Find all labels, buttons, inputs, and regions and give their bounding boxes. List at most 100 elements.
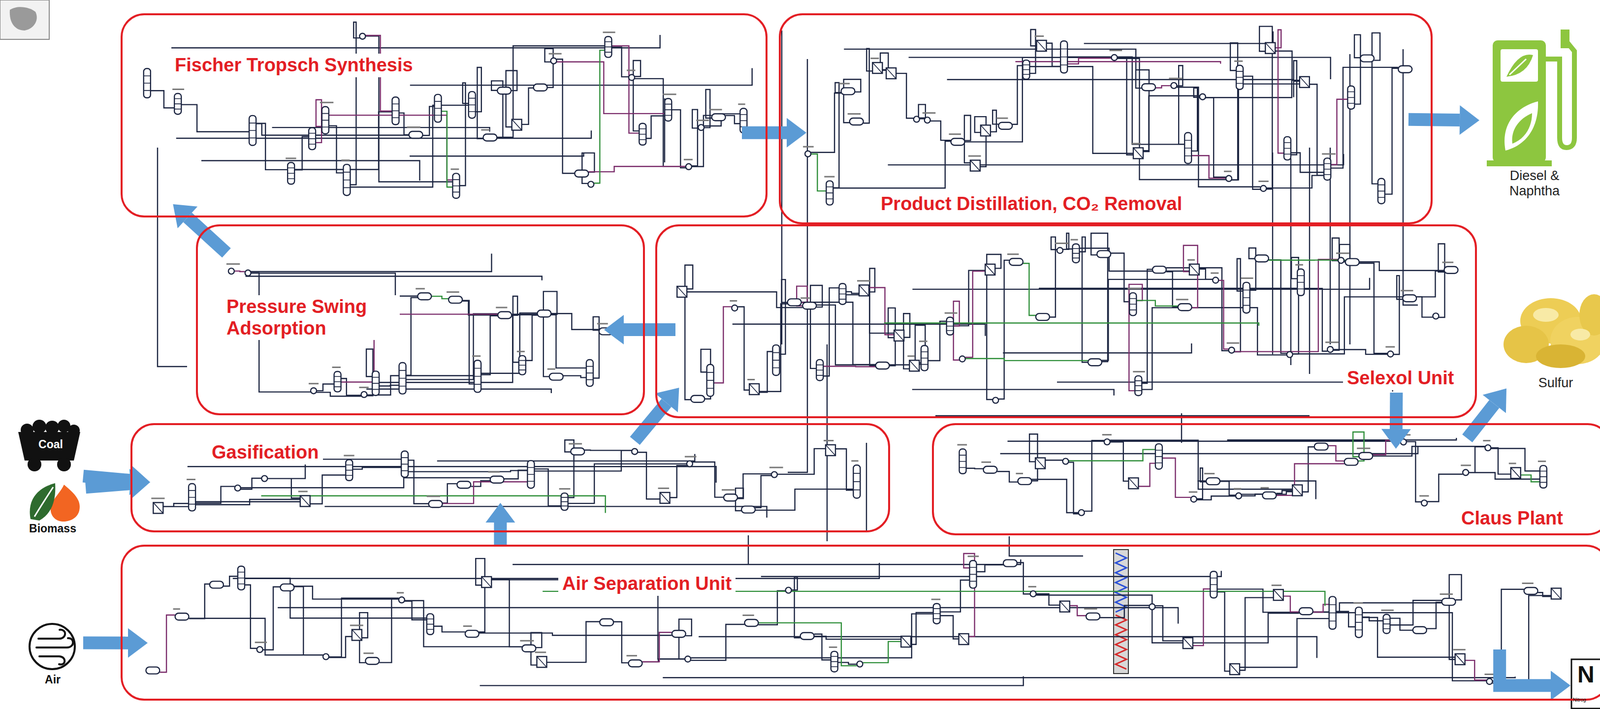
pump-symbol: [261, 476, 268, 482]
flash-vessel: [983, 466, 997, 474]
pump-symbol: [1387, 351, 1394, 358]
arrow-head: [655, 387, 680, 413]
stream-tag-mark: [1188, 491, 1198, 494]
flow-arrow: [485, 503, 515, 545]
pump-symbol: [857, 661, 864, 668]
flash-vessel: [849, 118, 864, 126]
stream-tag-mark: [1234, 60, 1243, 63]
flash-vessel: [802, 302, 817, 310]
flash-vessel: [574, 170, 589, 178]
stream-tag-mark: [1132, 371, 1145, 373]
flash-vessel: [744, 619, 759, 627]
pump-symbol: [913, 116, 920, 123]
stream-tag-mark: [696, 119, 709, 122]
flash-vessel: [951, 138, 965, 146]
arrow-head: [1550, 671, 1571, 701]
stream-tag-mark: [298, 490, 308, 493]
flash-vessel: [741, 506, 756, 514]
pump-symbol: [322, 654, 329, 661]
pump-symbol: [361, 391, 368, 398]
stream-tag-mark: [226, 263, 240, 265]
text-holder: Sulfur: [1526, 375, 1586, 391]
pump-symbol: [685, 163, 692, 170]
stream-tag-mark: [838, 82, 850, 85]
stream-tag-mark: [1233, 488, 1242, 490]
flash-vessel: [209, 581, 224, 589]
pump-symbol: [1199, 94, 1206, 100]
process-section: Selexol Unit: [655, 224, 1477, 419]
stream-tag-mark: [769, 467, 784, 469]
pump-symbol: [256, 646, 263, 653]
thumbnail-frame: [0, 0, 50, 40]
pump-leaf-inner: [1511, 113, 1533, 144]
arrow-shaft: [1467, 404, 1495, 439]
pump-symbol: [1056, 247, 1063, 254]
pump-symbol: [1235, 493, 1242, 500]
icon-caption: Coal: [19, 438, 83, 451]
pump-symbol: [587, 181, 594, 188]
text-holder: N: [1577, 661, 1595, 689]
text-holder: Air Separation Unit: [558, 572, 736, 597]
process-stream: [261, 50, 1540, 667]
stream-tag-mark: [1356, 448, 1371, 450]
flash-vessel: [1178, 303, 1192, 311]
stream-tag-mark: [547, 368, 556, 371]
arrow-shaft: [635, 403, 667, 442]
pump-leaf: [1504, 101, 1538, 151]
stream-tag-mark: [1034, 35, 1045, 37]
nitrogen-box: [1571, 659, 1600, 709]
stream-tag-mark: [1442, 261, 1454, 264]
stream-tag-mark: [285, 157, 296, 160]
flash-vessel: [497, 312, 512, 320]
stream-tag-mark: [662, 93, 676, 96]
icon-node: NNitrog: [1570, 658, 1600, 709]
icon-node: Air: [22, 621, 84, 688]
pump-symbol: [631, 448, 638, 455]
pump-symbol: [1190, 496, 1197, 503]
stream-tag-mark: [1260, 487, 1269, 489]
stream-tag-mark: [1084, 608, 1098, 610]
flash-vessel: [711, 113, 726, 121]
flow-arrow: [85, 469, 151, 499]
pump-symbol: [359, 33, 366, 40]
arrow-head: [485, 503, 515, 523]
flash-vessel: [1003, 560, 1018, 568]
stream-tag-mark: [823, 440, 834, 442]
flash-vessel: [497, 87, 512, 95]
arrow-head: [604, 315, 624, 345]
stream-tag-mark: [363, 652, 374, 655]
flash-vessel: [145, 667, 160, 675]
pump-symbol: [924, 117, 931, 124]
stream-tag-mark: [709, 108, 723, 111]
flash-vessel: [448, 296, 463, 304]
pump-symbol: [1111, 54, 1118, 61]
flash-vessel: [1358, 452, 1373, 460]
arrow-head: [1482, 388, 1507, 414]
pump-symbol: [398, 597, 405, 604]
fuel-pump-body: [1492, 40, 1546, 163]
pump-symbol: [1421, 500, 1428, 507]
arrow-shaft: [1499, 649, 1551, 686]
text-holder: Gasification: [207, 441, 323, 465]
pump-symbol: [785, 587, 792, 594]
gauge-leaf: [1506, 54, 1534, 77]
flash-vessel: [1360, 55, 1375, 63]
sulfur-lump: [1536, 344, 1586, 369]
icon-caption: Biomass: [20, 522, 85, 536]
stream-tag-mark: [1321, 153, 1336, 155]
pump-symbol: [992, 397, 999, 404]
pump-symbol: [1170, 82, 1177, 89]
icon-caption: Sulfur: [1526, 375, 1586, 391]
section-title: Pressure Swing Adsorption: [222, 295, 400, 341]
pump-symbol: [959, 356, 966, 363]
flash-vessel: [1344, 458, 1359, 466]
stream-tag-mark: [1460, 464, 1472, 467]
flash-vessel: [465, 630, 480, 638]
stream-tag-mark: [320, 101, 334, 104]
thumbnail-map: [9, 6, 37, 31]
stream-tag-mark: [1187, 259, 1195, 261]
flash-vessel: [1524, 587, 1538, 595]
pump-symbol: [228, 268, 235, 275]
stream-tag-mark: [870, 57, 879, 60]
